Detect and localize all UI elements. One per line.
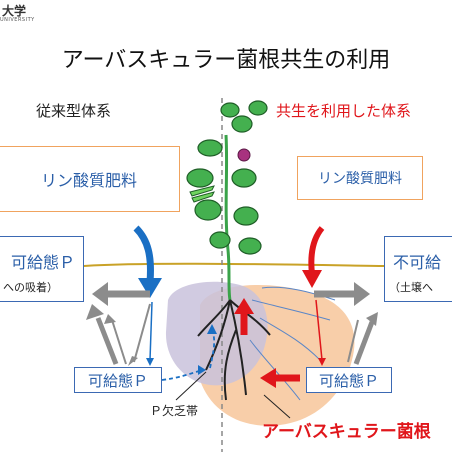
right-unavailable-p-box: 不可給 （土壌へ: [384, 236, 452, 302]
p-zone-pointer: [175, 371, 207, 401]
p-deficiency-zone-label: Ｐ欠乏帯: [150, 404, 199, 418]
university-logo: 大学: [2, 4, 27, 18]
university-logo-subtext: UNIVERSITY: [0, 17, 35, 23]
right-unavailable-p-note: （土壌へ: [389, 281, 433, 294]
arbuscular-mycorrhiza-label: アーバスキュラー菌根: [262, 422, 431, 442]
soil-surface-line: [83, 262, 385, 267]
plant-leaves: [186, 100, 268, 255]
left-fertilizer-arrow: [133, 225, 154, 283]
right-fertilizer-label: リン酸質肥料: [318, 171, 402, 187]
left-fertilizer-box: リン酸質肥料: [0, 146, 180, 212]
left-unavailable-p-box: 可給態Ｐ への吸着）: [0, 236, 84, 302]
page-title: アーバスキュラー菌根共生の利用: [61, 48, 391, 73]
left-available-p-label: 可給態Ｐ: [87, 371, 148, 390]
fungal-hyphae: [249, 286, 336, 401]
plant-flower: [237, 148, 251, 162]
left-unavailable-p-note: への吸着）: [3, 281, 58, 294]
right-fertilizer-box: リン酸質肥料: [297, 156, 423, 200]
plant-pods: [189, 185, 215, 203]
amf-pointer: [263, 394, 291, 419]
left-section-heading: 従来型体系: [36, 102, 112, 120]
plant-stem: [224, 134, 232, 301]
right-fertilizer-arrow: [308, 226, 325, 275]
left-available-p-box: 可給態Ｐ: [74, 367, 162, 393]
right-unavailable-p-label: 不可給: [393, 253, 442, 272]
left-fertilizer-label: リン酸質肥料: [40, 171, 137, 190]
plant-roots: [197, 299, 271, 401]
right-available-p-label: 可給態Ｐ: [318, 371, 379, 390]
right-section-heading: 共生を利用した体系: [276, 102, 412, 120]
right-available-p-box: 可給態Ｐ: [306, 367, 392, 393]
left-unavailable-p-label: 可給態Ｐ: [11, 253, 76, 272]
